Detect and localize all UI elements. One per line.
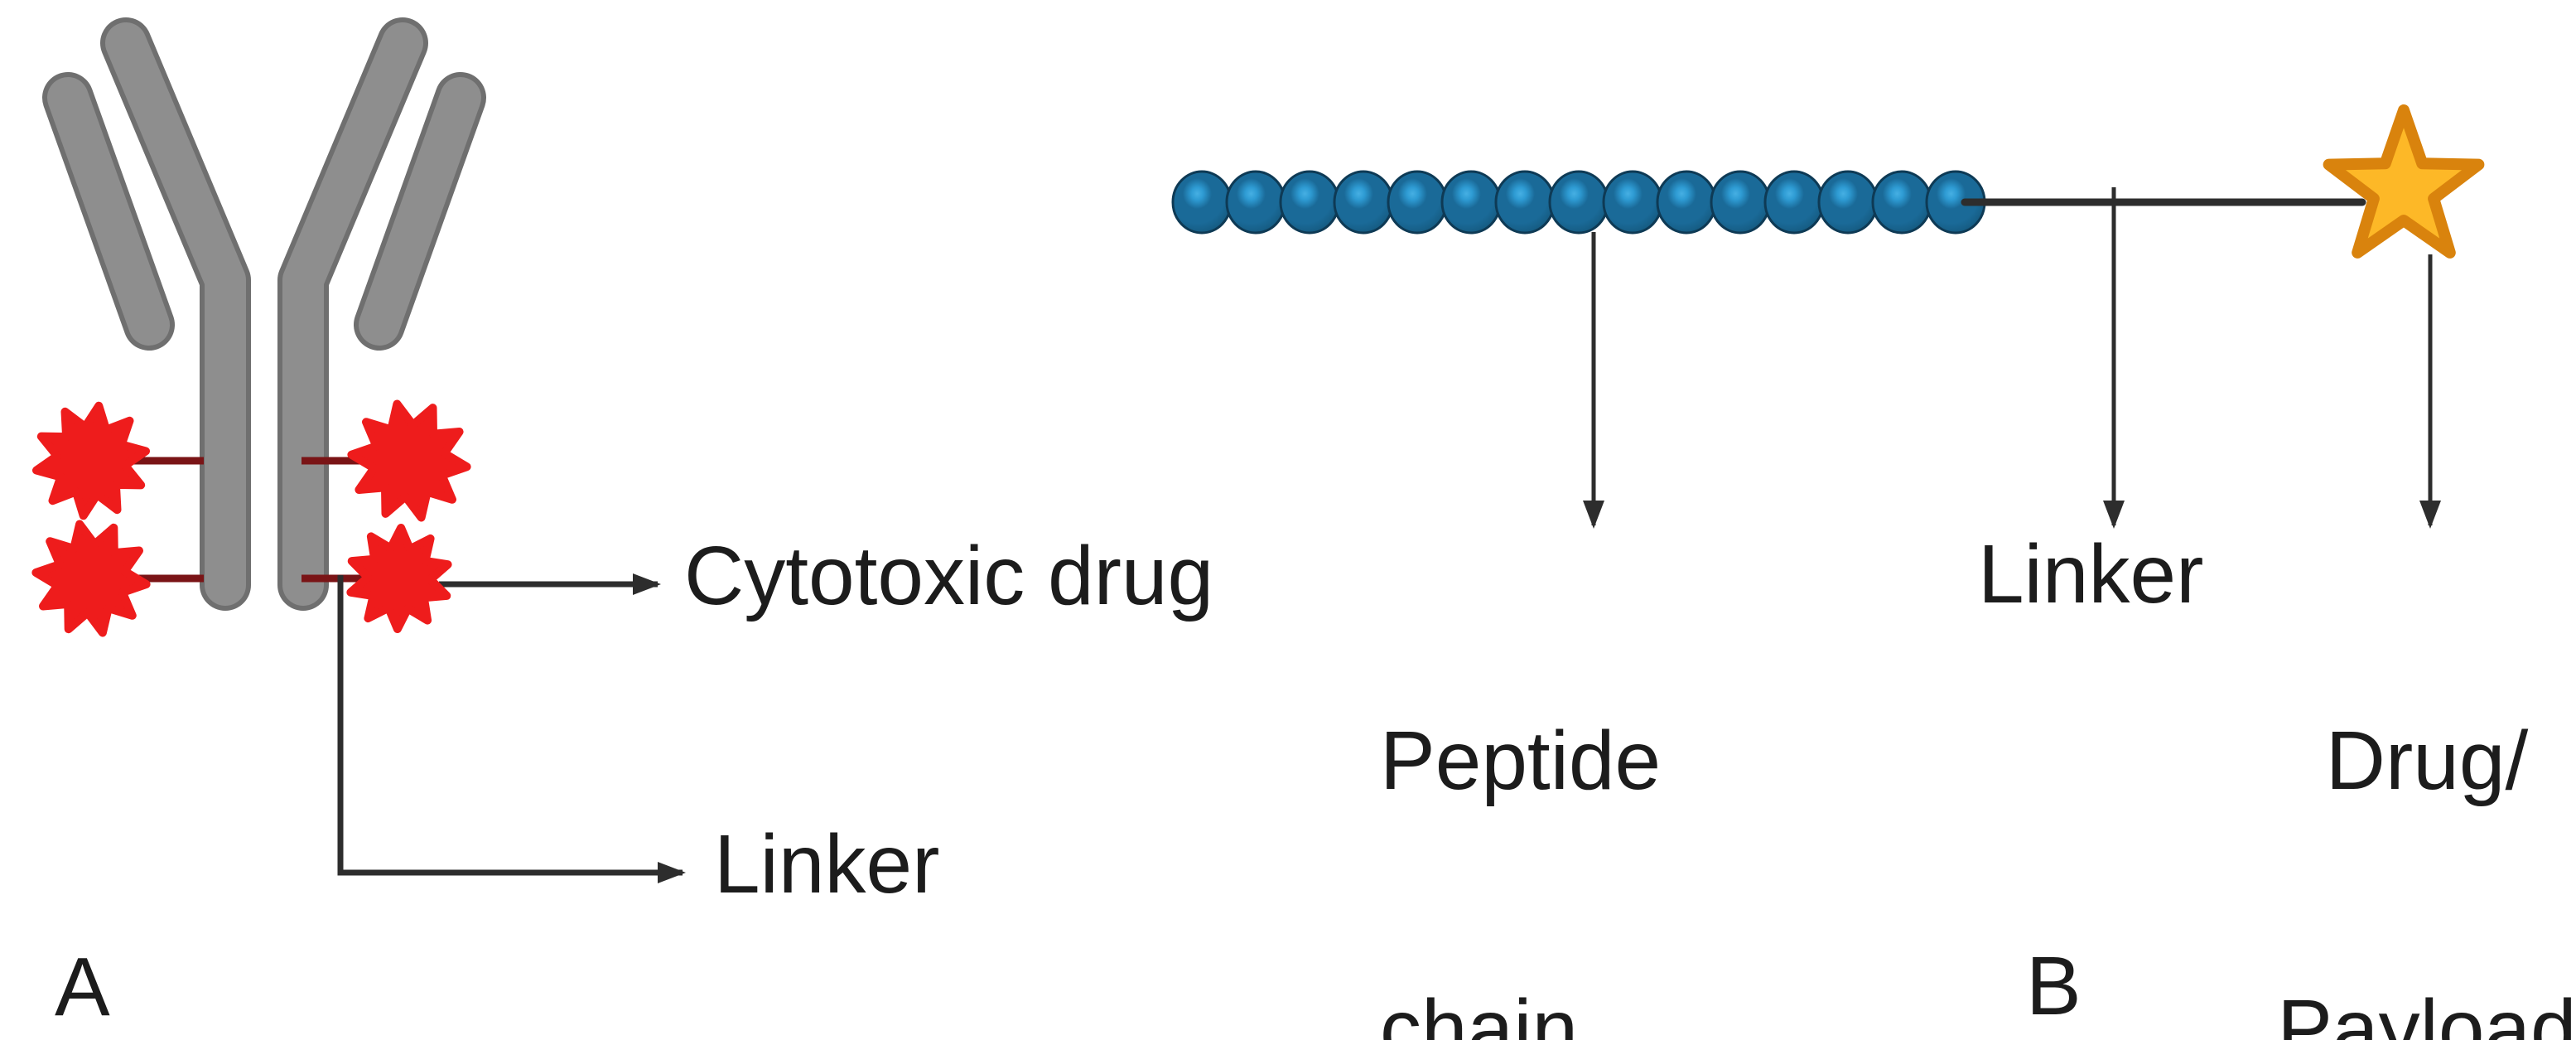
antibody-light-chain-right — [359, 77, 481, 346]
peptide-bead — [1656, 170, 1717, 235]
peptide-bead — [1171, 170, 1233, 235]
antibody-heavy-chain-right — [282, 22, 423, 606]
linker-callout-arrow — [337, 575, 686, 883]
cytotoxic-drug-label: Cytotoxic drug — [684, 530, 1214, 622]
peptide-bead — [1871, 170, 1932, 235]
drug-payload-label: Drug/ Payload — [2270, 537, 2576, 1040]
peptide-chain-icon — [1171, 170, 1986, 235]
linker-label-b: Linker — [1978, 528, 2204, 621]
drug-payload-label-line1: Drug/ — [2325, 714, 2529, 807]
peptide-bead — [1333, 170, 1394, 235]
peptide-bead — [1710, 170, 1771, 235]
antibody-light-chain-left — [47, 77, 170, 346]
cytotoxic-drug-burst-icon — [31, 520, 151, 637]
panel-letter-b: B — [2026, 940, 2082, 1033]
linker-label-a: Linker — [714, 818, 940, 911]
peptide-bead — [1602, 170, 1663, 235]
peptide-bead — [1225, 170, 1286, 235]
peptide-bead — [1548, 170, 1609, 235]
peptide-bead — [1817, 170, 1879, 235]
peptide-bead — [1763, 170, 1825, 235]
drug-payload-label-line2: Payload — [2277, 983, 2576, 1040]
drug-payload-star-icon — [2323, 104, 2485, 259]
antibody-heavy-chain-left — [105, 22, 246, 606]
peptide-chain-label-line1: Peptide — [1380, 714, 1662, 807]
peptide-bead — [1440, 170, 1502, 235]
cytotoxic-drug-burst-icon — [347, 399, 471, 522]
cytotoxic-drug-burst-icon — [346, 524, 452, 633]
cytotoxic-drug-burst-icon — [32, 401, 150, 520]
peptide-chain-label-line2: chain — [1380, 983, 1579, 1040]
peptide-chain-label: Peptide chain — [1380, 537, 1661, 1040]
panel-letter-a: A — [55, 941, 110, 1033]
peptide-bead — [1279, 170, 1340, 235]
peptide-bead — [1387, 170, 1448, 235]
antibody-icon — [42, 17, 486, 611]
peptide-bead — [1494, 170, 1556, 235]
